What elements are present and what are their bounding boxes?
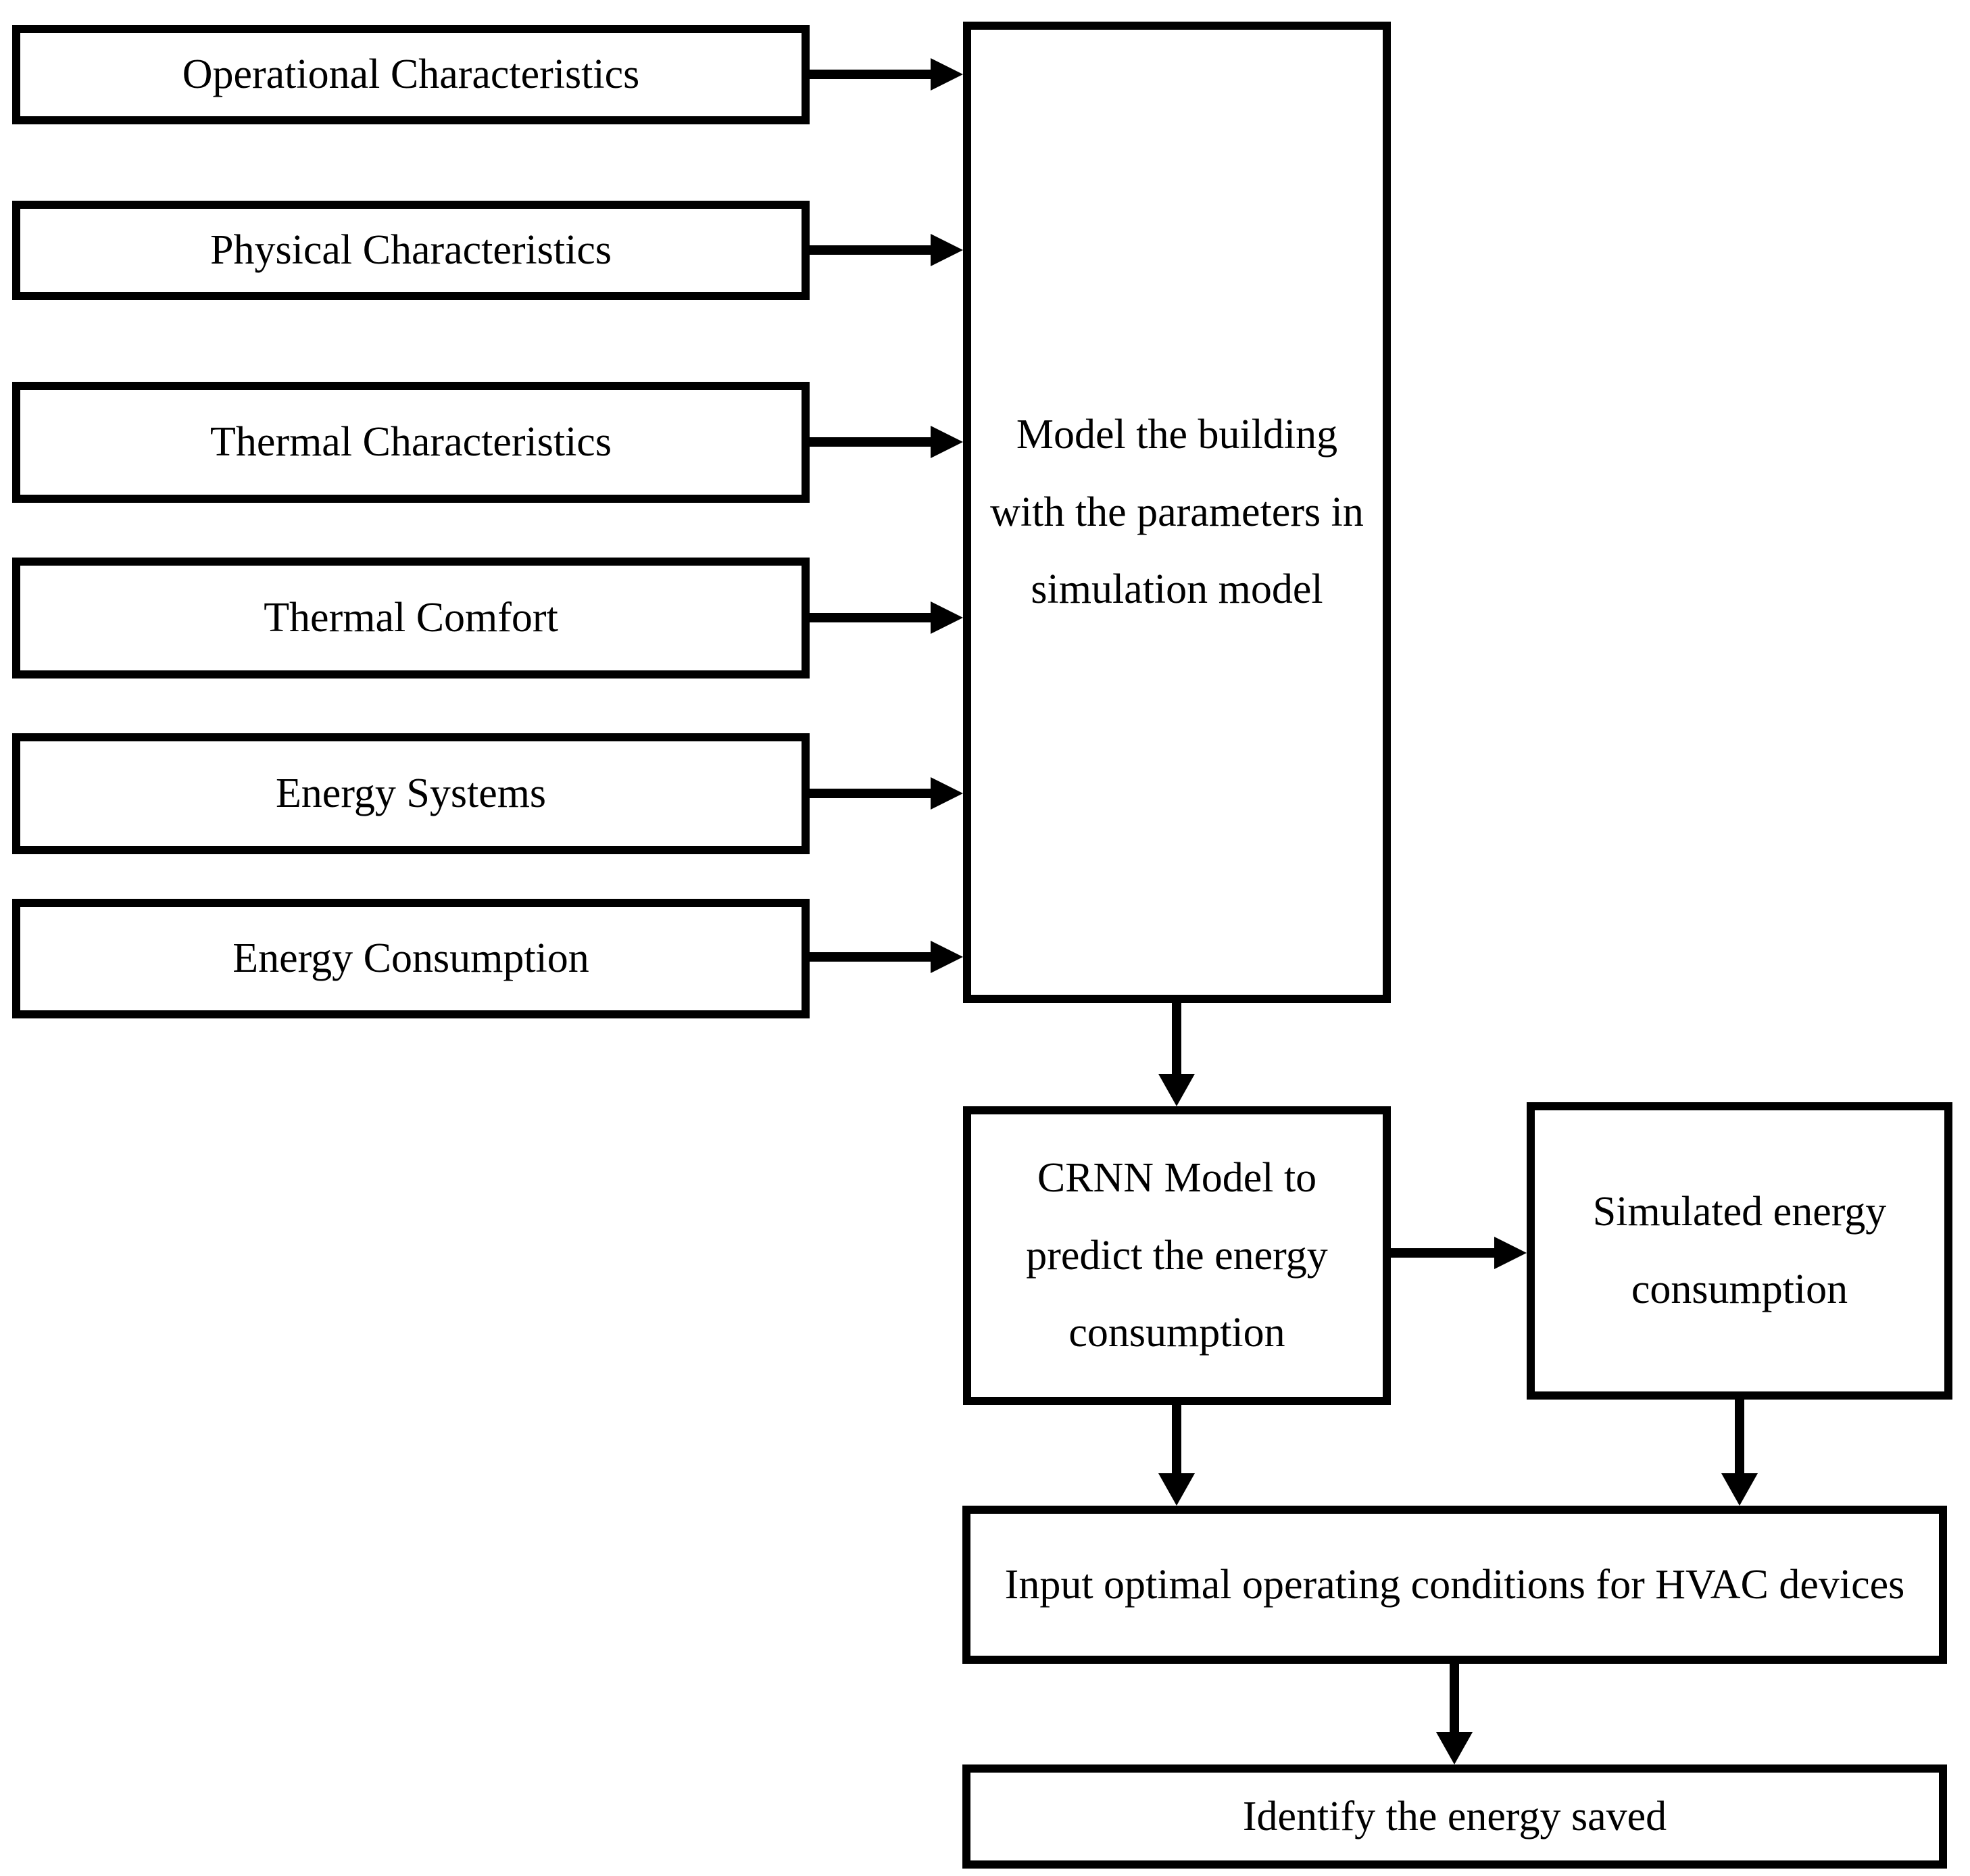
arrow-thermal-characteristics-to-model [806,426,963,458]
box-hvac-optimal-conditions: Input optimal operating conditions for H… [962,1506,1947,1664]
arrow-thermal-comfort-to-model [806,601,963,634]
box-physical-characteristics-label: Physical Characteristics [210,227,612,274]
arrow-crnn-to-simulated [1387,1237,1527,1269]
box-simulated-energy-label: Simulated energy consumption [1592,1189,1887,1312]
box-model-building: Model the building with the parameters i… [963,22,1391,1003]
box-identify-energy-saved: Identify the energy saved [962,1764,1947,1869]
box-physical-characteristics: Physical Characteristics [12,201,810,300]
arrow-hvac-to-identify [1436,1660,1473,1764]
arrow-model-to-crnn [1158,999,1195,1106]
box-model-building-label: Model the building with the parameters i… [990,411,1364,613]
box-identify-energy-saved-label: Identify the energy saved [1242,1793,1667,1840]
arrow-energy-consumption-to-model [806,941,963,973]
box-thermal-characteristics-label: Thermal Characteristics [210,419,612,466]
box-energy-systems-label: Energy Systems [275,770,547,817]
box-hvac-optimal-conditions-label: Input optimal operating conditions for H… [1004,1561,1905,1608]
box-thermal-characteristics: Thermal Characteristics [12,382,810,503]
arrow-physical-to-model [806,234,963,266]
box-simulated-energy: Simulated energy consumption [1527,1102,1952,1400]
arrow-operational-to-model [806,58,963,91]
box-operational-characteristics-label: Operational Characteristics [182,51,640,98]
box-crnn-model-label: CRNN Model to predict the energy consump… [1026,1154,1328,1356]
arrow-energy-systems-to-model [806,777,963,810]
box-thermal-comfort-label: Thermal Comfort [264,595,558,641]
box-energy-consumption: Energy Consumption [12,899,810,1018]
arrow-crnn-to-hvac [1158,1401,1195,1506]
box-energy-systems: Energy Systems [12,733,810,854]
box-operational-characteristics: Operational Characteristics [12,25,810,124]
box-crnn-model: CRNN Model to predict the energy consump… [963,1106,1391,1405]
box-energy-consumption-label: Energy Consumption [232,935,589,982]
arrow-simulated-to-hvac [1721,1396,1758,1506]
box-thermal-comfort: Thermal Comfort [12,558,810,678]
